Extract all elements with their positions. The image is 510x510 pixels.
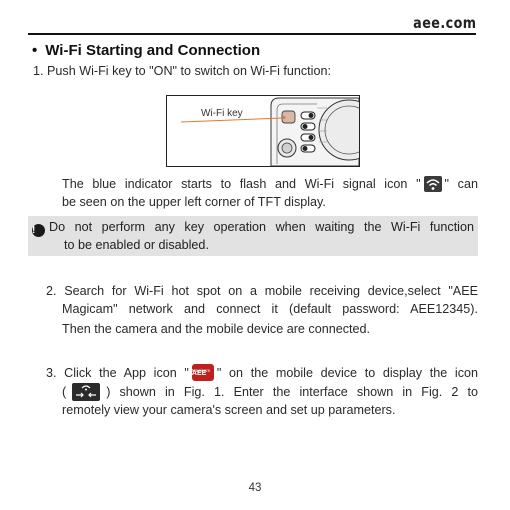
heading-bullet: • (32, 42, 38, 59)
indicator-text-b: " can (444, 177, 478, 191)
wifi-connection-icon (72, 383, 101, 401)
step-2-line-3: Then the camera and the mobile device ar… (62, 322, 371, 336)
warning-text-1: Do not perform any key operation when wa… (49, 220, 474, 234)
section-heading: • Wi-Fi Starting and Connection (32, 42, 260, 59)
camera-illustration (180, 97, 359, 166)
indicator-paragraph-line-2: be seen on the upper left corner of TFT … (62, 195, 326, 209)
step-3-text-b: " on the mobile device to display the ic… (216, 366, 479, 380)
wifi-key-label: Wi-Fi key (201, 108, 243, 119)
step-1-text: 1. Push Wi-Fi key to "ON" to switch on W… (33, 64, 331, 78)
warning-line-2: to be enabled or disabled. (64, 238, 209, 252)
wifi-signal-icon (423, 176, 442, 192)
exclamation-circle-icon: ! (32, 224, 45, 237)
section-title: Wi-Fi Starting and Connection (45, 42, 261, 59)
warning-line-1: ! Do not perform any key operation when w… (32, 218, 474, 237)
page-number: 43 (248, 482, 262, 494)
step-3-line-3: remotely view your camera's screen and s… (62, 403, 396, 417)
step-2-line-2: Magicam" network and connect it (default… (62, 302, 478, 316)
camera-wifi-key-figure: Wi-Fi key (166, 95, 360, 167)
step-2-line-1: 2. Search for Wi-Fi hot spot on a mobile… (46, 284, 478, 298)
indicator-text-a: The blue indicator starts to flash and W… (62, 177, 421, 191)
step-3-text-a: 3. Click the App icon " (46, 366, 189, 380)
brand-logo: aee.com (412, 14, 476, 32)
warning-note: ! Do not perform any key operation when w… (28, 216, 478, 256)
app-icon-sublabel: Magicam (191, 368, 211, 373)
header-rule (28, 33, 476, 35)
step-3-text-c: ) shown in Fig. 1. Enter the interface s… (106, 385, 478, 399)
step-3-paren-open: ( (62, 385, 67, 399)
app-icon-label: AEE (191, 370, 207, 377)
step-3-line-2: ( ) shown in Fig. 1. Enter the interface … (62, 383, 478, 401)
indicator-paragraph-line-1: The blue indicator starts to flash and W… (62, 175, 478, 193)
